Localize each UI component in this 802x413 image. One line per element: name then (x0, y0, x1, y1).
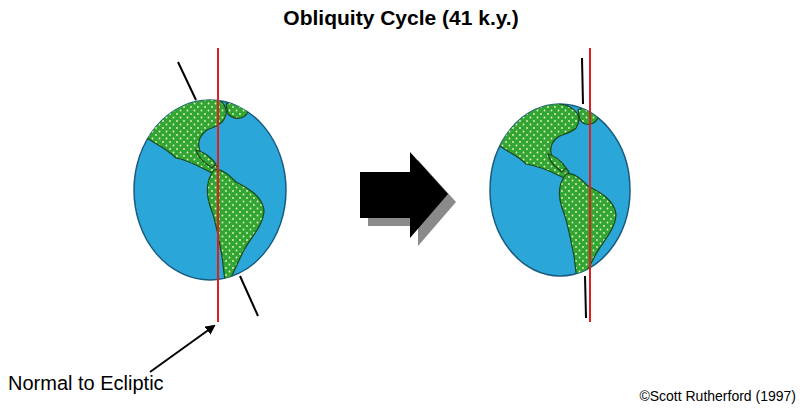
rotation-axis (178, 62, 196, 100)
leader-arrow (150, 326, 214, 372)
transition-arrow (360, 152, 456, 246)
earth-globe (134, 95, 286, 284)
ecliptic-normal (589, 48, 591, 322)
copyright-note: ©Scott Rutherford (1997) (639, 388, 796, 404)
rotation-axis (582, 58, 583, 104)
diagram-title: Obliquity Cycle (41 k.y.) (0, 6, 802, 30)
rotation-axis (240, 276, 258, 316)
axis-label: Normal to Ecliptic (8, 372, 164, 395)
rotation-axis (585, 276, 586, 318)
earth-globe (490, 103, 630, 282)
ecliptic-normal (217, 48, 219, 322)
